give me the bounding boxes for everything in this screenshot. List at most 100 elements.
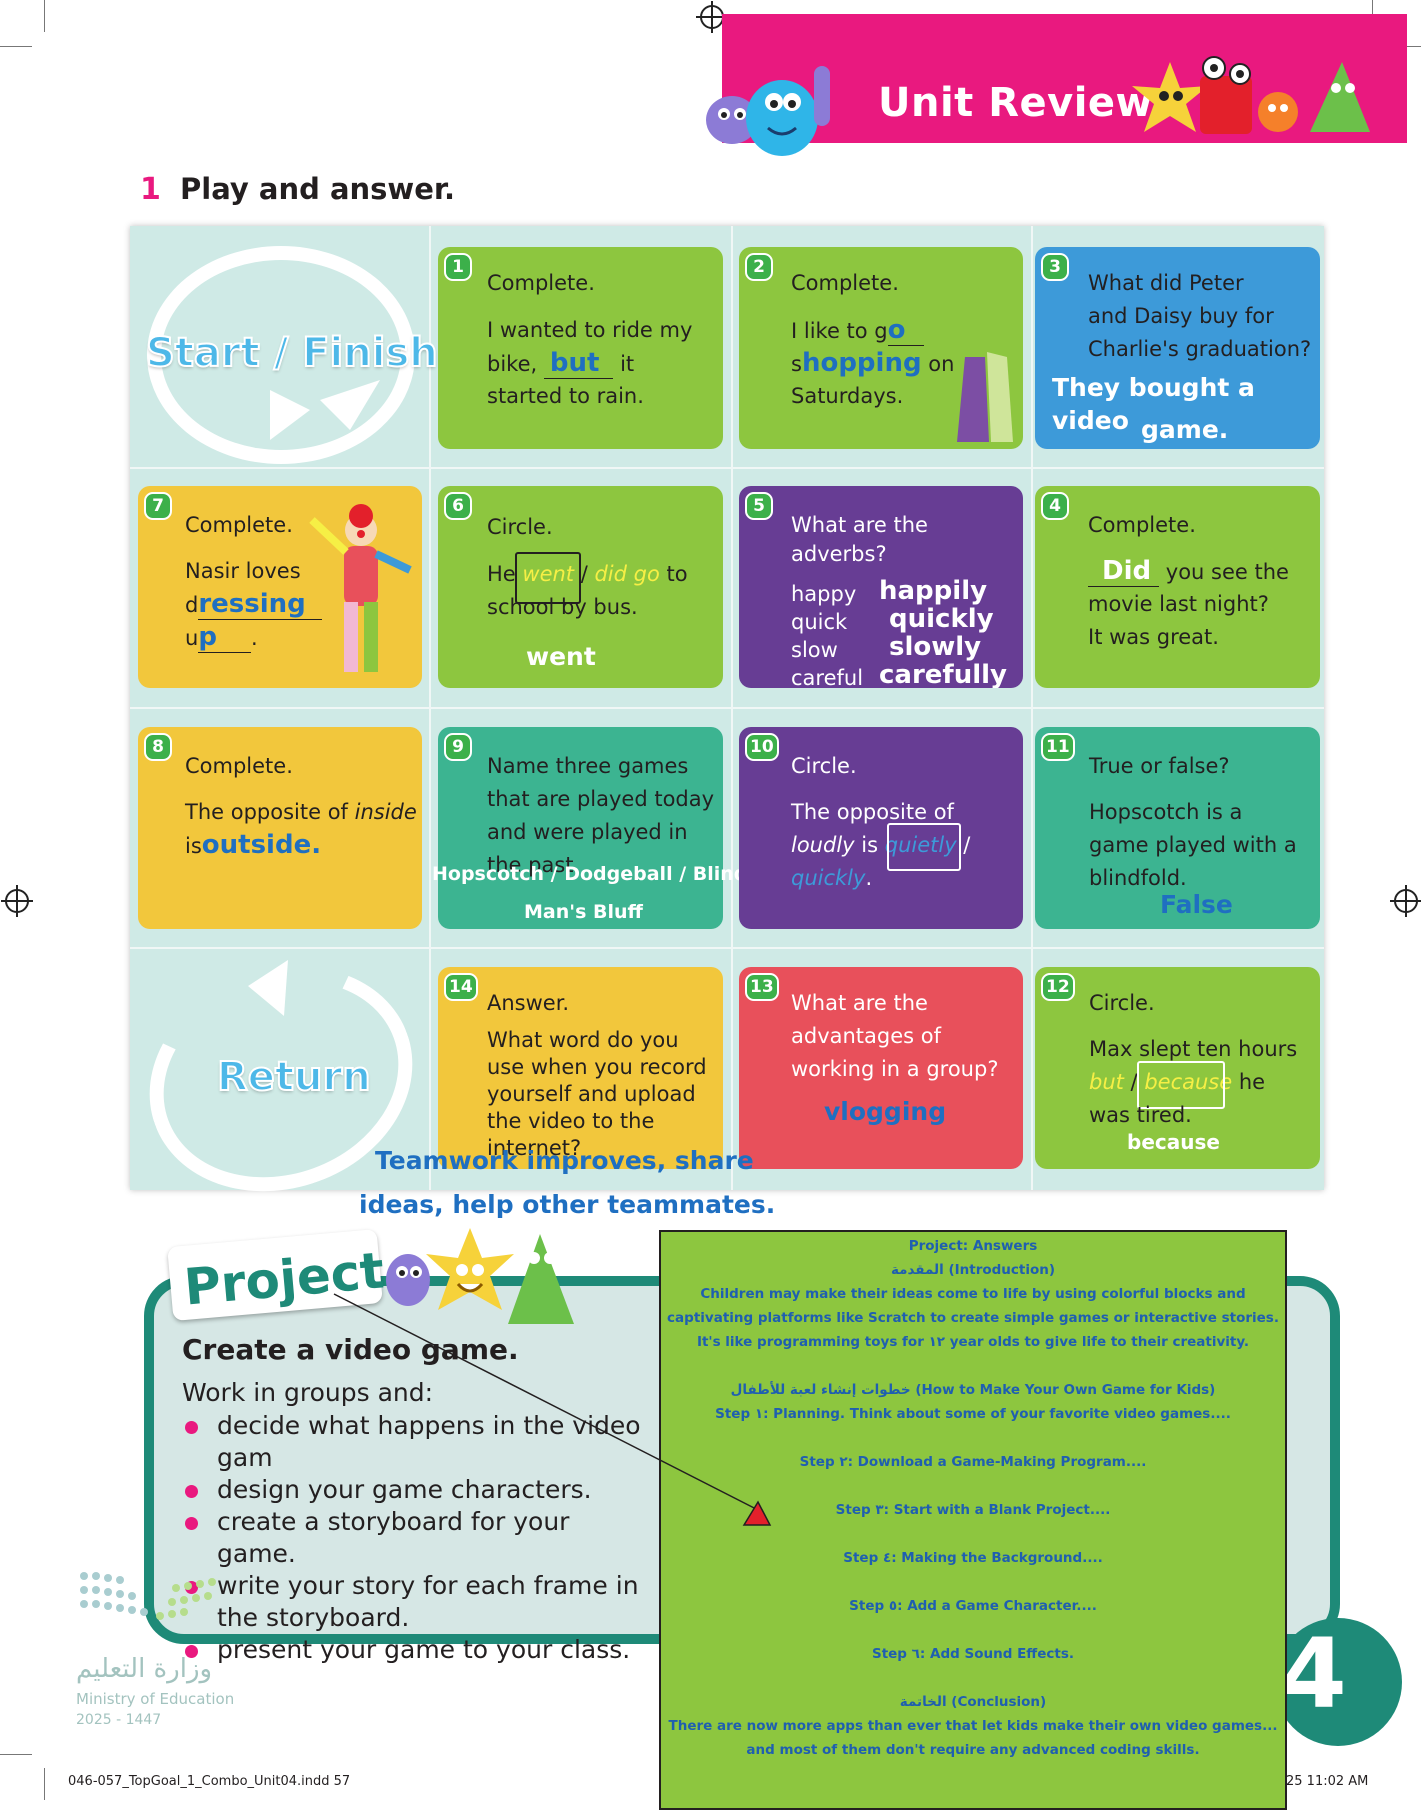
tile-option: but [1089, 1070, 1124, 1094]
tile-answer: vlogging [824, 1097, 947, 1126]
clown-icon [309, 504, 412, 672]
monster-characters-right-icon [1132, 56, 1370, 134]
tile-answer: p [198, 622, 251, 653]
footer-file-info: 046-057_TopGoal_1_Combo_Unit04.indd 57 [68, 1774, 351, 1789]
tile-number: 11 [1041, 733, 1075, 761]
arrowhead-icon [248, 960, 288, 1016]
answers-heading: المقدمة (Introduction) [890, 1262, 1056, 1278]
list-item: write your story for each frame in the s… [182, 1570, 652, 1634]
tile-instruction: Complete. [791, 271, 899, 295]
tile-text: The opposite of [791, 800, 954, 824]
answers-text: captivating platforms like Scratch to cr… [667, 1310, 1279, 1326]
tile-option: quietly [884, 833, 957, 857]
tile-word: quick [791, 610, 848, 634]
tile-answer: but [543, 348, 614, 379]
tile-instruction: Complete. [1088, 513, 1196, 537]
tile-text: was tired. [1089, 1103, 1192, 1127]
tile-text: Did you see the [1088, 555, 1289, 589]
tile-answer: Hopscotch / Dodgeball / Blind [432, 863, 748, 885]
tile-text: and were played in [487, 820, 688, 844]
board-divider [130, 947, 1324, 949]
tile-3: 3 What did Peter and Daisy buy for Charl… [1035, 247, 1320, 449]
unit-circle [1274, 1618, 1402, 1746]
tile-answer: quickly [889, 604, 994, 634]
tile-number: 4 [1041, 492, 1069, 520]
tile-text: Name three games [487, 754, 689, 778]
unit-number: 4 [1280, 1618, 1347, 1730]
tile-answer: slowly [889, 632, 982, 662]
tile-instruction: Circle. [487, 515, 553, 539]
tile-instruction: Circle. [791, 754, 857, 778]
tile-instruction: True or false? [1089, 754, 1230, 778]
answers-text: and most of them don't require any advan… [746, 1742, 1200, 1758]
tile-option: because [1144, 1070, 1233, 1094]
answers-text: It's like programming toys for ١٢ year o… [696, 1334, 1250, 1350]
answers-title: Project: Answers [908, 1238, 1038, 1254]
tile-8: 8 Complete. The opposite of inside isout… [138, 727, 422, 929]
tile-answer: ressing [198, 589, 322, 620]
answer-circle [515, 552, 581, 604]
tile-text: It was great. [1088, 625, 1219, 649]
list-item: create a storyboard for your game. [182, 1506, 652, 1570]
crop-mark [0, 46, 32, 47]
tile-answer: because [1127, 1130, 1220, 1154]
tile-14: 14 Answer. What word do you use when you… [438, 967, 723, 1169]
tile-text: use when you record [487, 1055, 707, 1079]
crop-mark [0, 1754, 32, 1755]
tile-12: 12 Circle. Max slept ten hours but / bec… [1035, 967, 1320, 1169]
ministry-logo-dots-icon [80, 1572, 216, 1620]
answers-heading: الخاتمة (Conclusion) [899, 1694, 1047, 1710]
tile-text: dressing [185, 588, 322, 622]
tile-number: 1 [444, 253, 472, 281]
answers-step: Step ١: Planning. Think about some of yo… [715, 1406, 1231, 1422]
monster-characters-left-icon [706, 66, 830, 156]
tile-11: 11 True or false? Hopscotch is a game pl… [1035, 727, 1320, 929]
tile-answer: They bought a video [1052, 373, 1255, 435]
registration-mark [1390, 885, 1421, 917]
tile-text: the past. [487, 853, 581, 877]
tile-instruction: Complete. [185, 513, 293, 537]
list-item: design your game characters. [182, 1474, 652, 1506]
answer-circle [887, 823, 961, 871]
tile-answer: hopping [801, 348, 922, 378]
tile-number: 7 [144, 492, 172, 520]
tile-9: 9 Name three games that are played today… [438, 727, 723, 929]
tile-text: advantages of [791, 1024, 942, 1048]
tile-7: 7 Complete. Nasir loves dressing up. [138, 486, 422, 688]
tile-answer: False [1160, 890, 1233, 919]
tile-instruction: Complete. [185, 754, 293, 778]
ministry-name-english: Ministry of Education [76, 1690, 235, 1708]
tile-4: 4 Complete. Did you see the movie last n… [1035, 486, 1320, 688]
tile-1: 1 Complete. I wanted to ride my bike, bu… [438, 247, 723, 449]
answers-text: There are now more apps than ever that l… [668, 1718, 1278, 1734]
answers-step: Step ٣: Start with a Blank Project.... [835, 1502, 1111, 1518]
connector-arrow-icon [333, 1293, 772, 1526]
tile-number: 3 [1041, 253, 1069, 281]
tile-2: 2 Complete. I like to go shopping on Sat… [739, 247, 1023, 449]
ministry-name-arabic: وزارة التعليم [76, 1654, 213, 1684]
crop-mark [44, 0, 45, 32]
section-number: 1 [140, 172, 161, 207]
tile-instruction: Answer. [487, 991, 570, 1015]
start-finish-label: Start / Finish [145, 329, 439, 377]
tile-number: 8 [144, 733, 172, 761]
tile-text: Saturdays. [791, 384, 904, 408]
tile-text: started to rain. [487, 384, 644, 408]
tile-13: 13 What are the advantages of working in… [739, 967, 1023, 1169]
tile-option: quickly [791, 866, 866, 890]
tile-answer: carefully [879, 660, 1008, 688]
tile-text: Hopscotch is a [1089, 800, 1243, 824]
tile-text: I wanted to ride my [487, 318, 693, 342]
tile-text: the video to the [487, 1109, 655, 1133]
tile-text: What did Peter [1088, 271, 1244, 295]
tile-10: 10 Circle. The opposite of loudly is qui… [739, 727, 1023, 929]
tile-number: 14 [444, 973, 478, 1001]
answers-heading: خطوات إنشاء لعبة للأطفال (How to Make Yo… [730, 1382, 1216, 1398]
tile-text: yourself and upload [487, 1082, 696, 1106]
tile-number: 12 [1041, 973, 1075, 1001]
registration-mark [1, 885, 33, 917]
tile-answer: ideas, help other teammates. [359, 1190, 776, 1219]
tile-number: 6 [444, 492, 472, 520]
list-item: present your game to your class. [182, 1634, 652, 1666]
tile-number: 9 [444, 733, 472, 761]
